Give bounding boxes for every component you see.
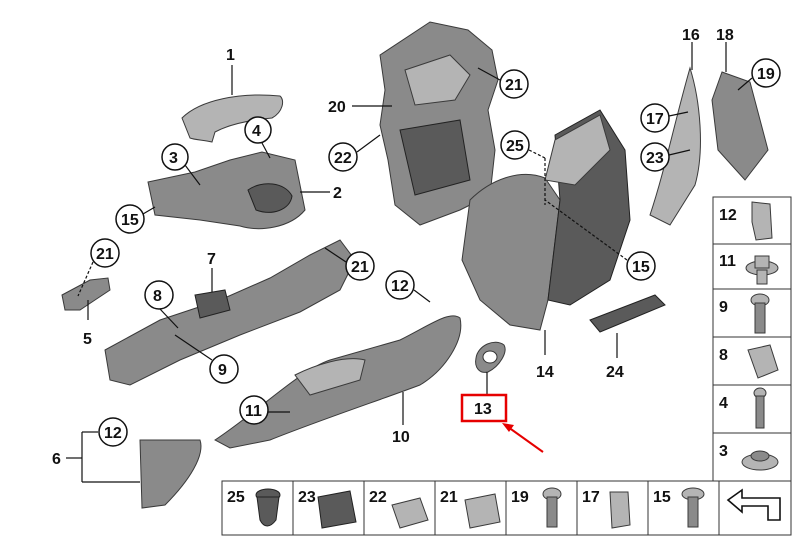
legend-bottom-17: 17 — [582, 489, 600, 506]
svg-text:3: 3 — [169, 150, 178, 167]
callout-11: 11 — [239, 395, 290, 425]
svg-text:21: 21 — [351, 259, 369, 276]
callout-5: 5 — [83, 331, 92, 348]
legend-bottom-21: 21 — [440, 489, 458, 506]
callout-21c: 21 — [477, 67, 529, 99]
callout-12b: 12 — [98, 417, 128, 447]
svg-text:22: 22 — [334, 150, 352, 167]
rivet-11-icon — [745, 255, 779, 285]
bolt-4-icon — [753, 387, 767, 429]
svg-text:23: 23 — [646, 150, 664, 167]
part-24-grille — [589, 294, 666, 358]
screw-19-icon — [542, 487, 562, 528]
part-10-knee-trim — [214, 315, 462, 449]
callout-18: 18 — [716, 27, 734, 44]
svg-text:13: 13 — [474, 401, 492, 418]
legend-bottom: 25 23 22 21 19 17 15 — [221, 480, 792, 536]
callout-24: 24 — [606, 364, 624, 381]
legend-right: 12 11 9 8 4 3 — [712, 196, 792, 482]
part-5-bracket — [61, 277, 111, 320]
callout-15a: 15 — [115, 204, 156, 234]
svg-text:15: 15 — [121, 212, 139, 229]
svg-text:21: 21 — [96, 246, 114, 263]
callout-6: 6 — [52, 451, 61, 468]
callout-20: 20 — [328, 99, 346, 116]
clip-12-icon — [751, 201, 773, 241]
svg-text:15: 15 — [632, 259, 650, 276]
part-16-side-panel — [649, 42, 701, 226]
legend-right-4: 4 — [719, 395, 728, 412]
callout-22: 22 — [328, 134, 381, 172]
clipnut-8-icon — [747, 344, 779, 379]
callout-15b: 15 — [544, 199, 656, 281]
svg-text:25: 25 — [506, 138, 524, 155]
clip-21-icon — [464, 493, 501, 529]
part-7-support-rail — [104, 239, 356, 386]
callout-16: 16 — [682, 27, 700, 44]
legend-bottom-22: 22 — [369, 489, 387, 506]
svg-text:4: 4 — [252, 123, 261, 140]
legend-bottom-15: 15 — [653, 489, 671, 506]
svg-text:21: 21 — [505, 77, 523, 94]
callout-9: 9 — [174, 334, 239, 384]
callout-1: 1 — [226, 47, 235, 64]
part-14-side-trim — [461, 109, 631, 355]
legend-bottom-19: 19 — [511, 489, 529, 506]
part-2-lower-trim — [147, 151, 330, 230]
legend-right-3: 3 — [719, 443, 728, 460]
callout-4: 4 — [244, 116, 272, 159]
callout-3: 3 — [161, 143, 201, 186]
callout-2: 2 — [333, 185, 342, 202]
svg-text:17: 17 — [646, 111, 664, 128]
callout-17: 17 — [640, 103, 689, 133]
svg-text:11: 11 — [245, 403, 262, 420]
callout-7: 7 — [207, 251, 216, 268]
svg-text:9: 9 — [218, 362, 227, 379]
buffer-25-icon — [255, 488, 281, 527]
part-18-grille-panel — [711, 42, 769, 181]
cursor-bracket-icon — [726, 488, 781, 521]
speednut-22-icon — [391, 497, 429, 529]
arrow-icon — [502, 423, 544, 453]
legend-right-8: 8 — [719, 347, 728, 364]
svg-text:12: 12 — [104, 425, 122, 442]
clip-17-icon — [609, 491, 631, 529]
callout-25: 25 — [500, 130, 546, 205]
screw-15-icon — [681, 487, 705, 528]
callout-12a: 12 — [385, 270, 431, 303]
svg-text:12: 12 — [391, 278, 409, 295]
part-13-ring — [475, 341, 506, 395]
callout-14: 14 — [536, 364, 554, 381]
callout-23: 23 — [640, 142, 691, 172]
callout-8: 8 — [144, 280, 179, 329]
callout-13-highlight: 13 — [460, 393, 508, 423]
part-1-upper-trim — [181, 65, 284, 143]
callout-19: 19 — [737, 58, 781, 91]
legend-right-11: 11 — [719, 253, 736, 270]
part-20-carrier-frame — [352, 21, 499, 226]
legend-bottom-23: 23 — [298, 489, 316, 506]
callout-10: 10 — [392, 429, 410, 446]
callout-21b: 21 — [324, 247, 375, 281]
foam-23-icon — [317, 490, 357, 529]
washer-3-icon — [741, 450, 779, 471]
callout-21a: 21 — [77, 238, 120, 297]
screw-9-icon — [750, 293, 770, 334]
legend-right-12: 12 — [719, 207, 737, 224]
legend-right-9: 9 — [719, 299, 728, 316]
svg-text:8: 8 — [153, 288, 162, 305]
part-6-end-cap — [66, 431, 202, 509]
svg-text:19: 19 — [757, 66, 775, 83]
legend-bottom-25: 25 — [227, 489, 245, 506]
